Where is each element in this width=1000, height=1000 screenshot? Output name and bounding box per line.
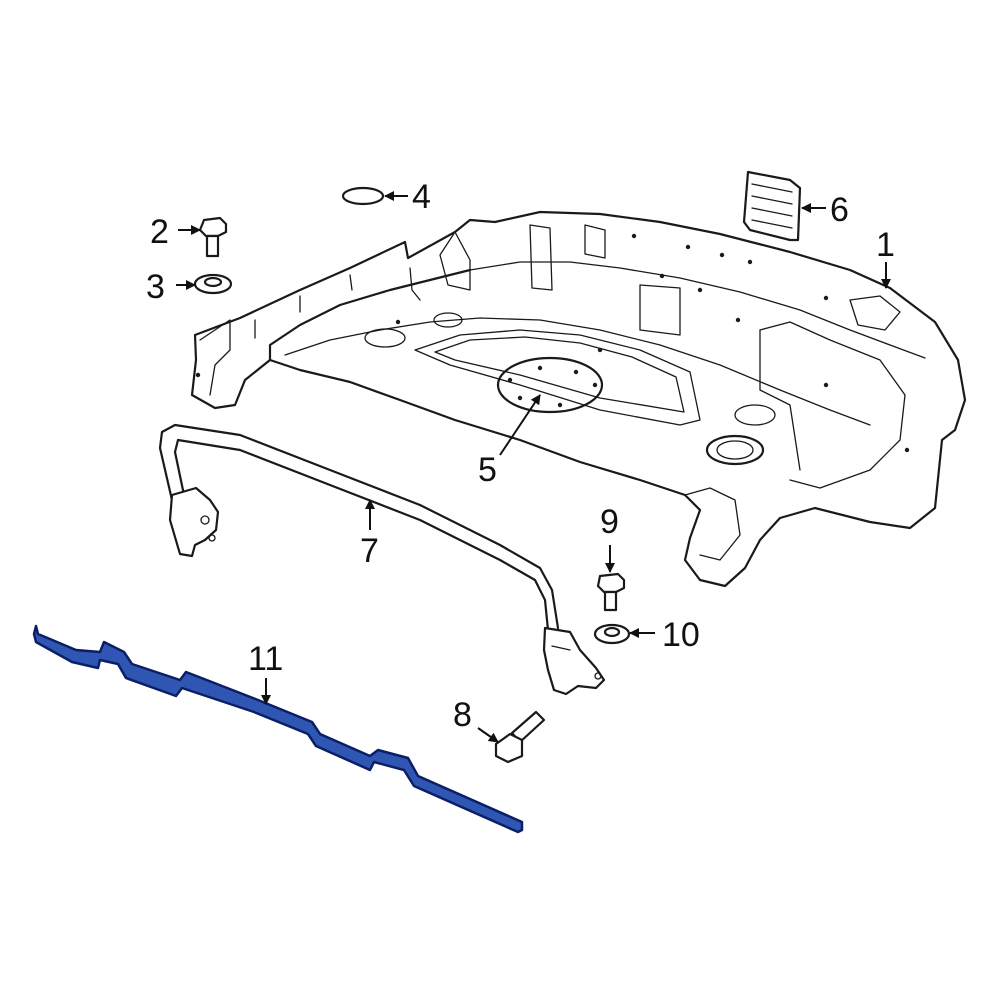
part-11-seal-strip [32,624,524,834]
part-2-bolt [198,216,228,258]
part-1-floor-pan [190,210,967,588]
callout-7: 7 [360,532,379,570]
callout-10: 10 [662,616,700,654]
callout-6: 6 [830,191,849,229]
part-6-vent-grille [742,170,802,242]
callout-5: 5 [478,451,497,489]
callout-1: 1 [876,226,895,264]
part-7-hoop-bar [158,423,606,696]
leader-lines [176,191,891,743]
callout-8: 8 [453,696,472,734]
callout-9: 9 [600,503,619,541]
callout-11: 11 [248,640,283,678]
callout-4: 4 [412,178,431,216]
part-10-washer [593,623,631,645]
part-8-bolt [494,710,546,764]
part-4-grommet [341,186,385,206]
callout-3: 3 [146,268,165,306]
part-3-washer [193,273,233,295]
callout-2: 2 [150,213,169,251]
part-9-bolt [596,572,626,612]
